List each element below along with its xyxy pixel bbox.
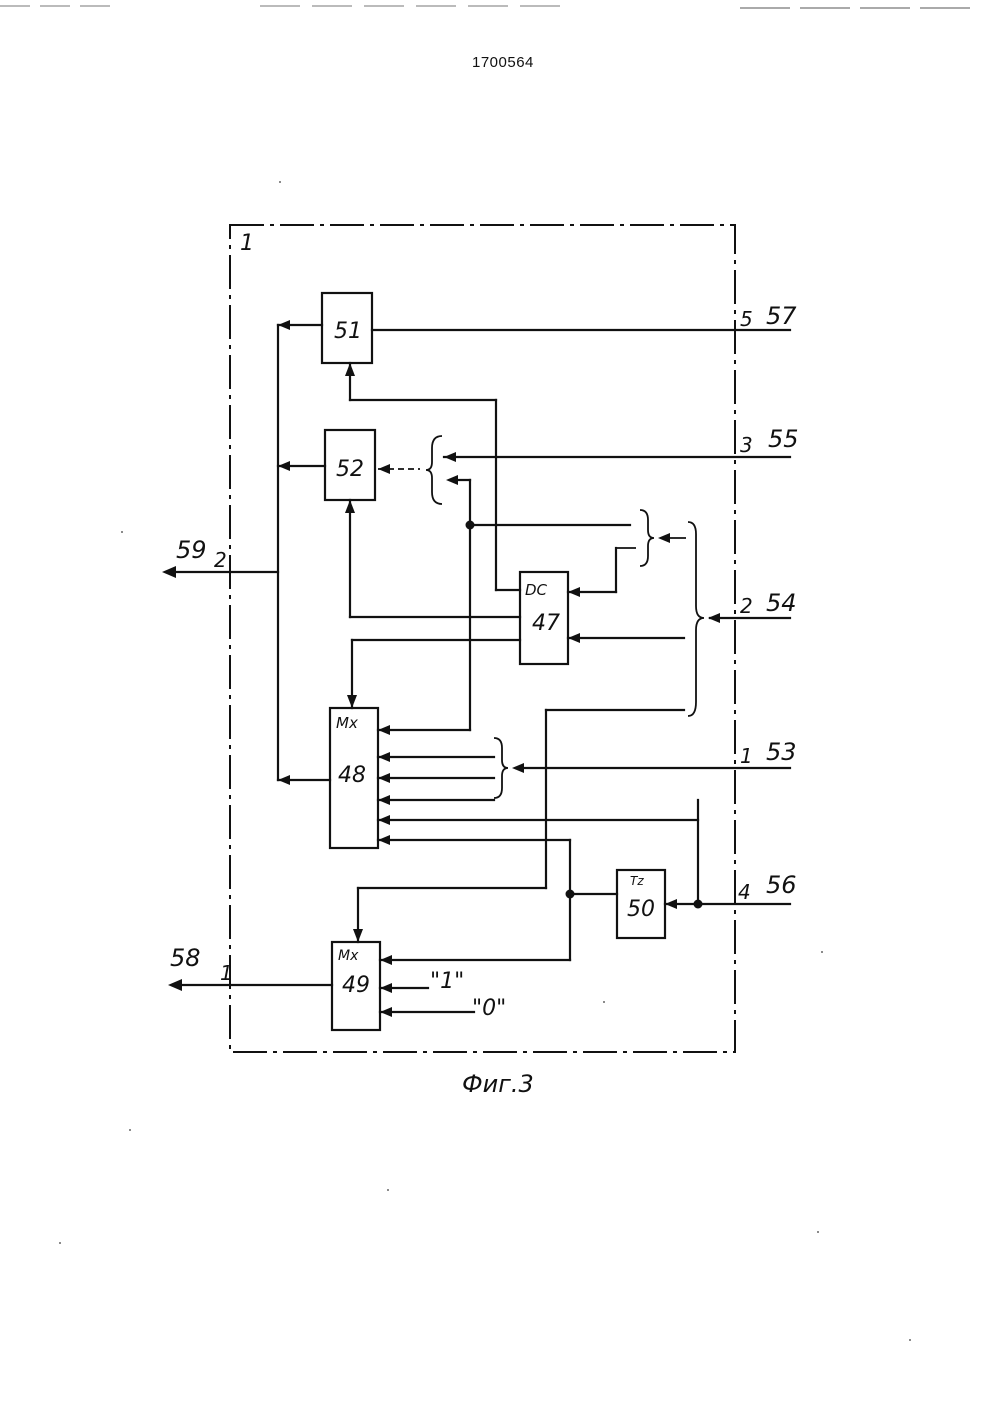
figure-caption: Фиг.3 [462,1070,534,1098]
block-51-number: 51 [334,319,362,344]
line-label-56: 56 [766,871,797,899]
block-50-trigger: Tz 50 [617,870,665,938]
wire-dc-to-52 [345,500,520,617]
port-label-out-1: 1 [220,961,233,985]
wire-dc-to-48 [347,640,520,708]
block-50-number: 50 [627,897,655,922]
block-48-tag: Mx [336,714,358,732]
block-50-tag: Tz [630,874,644,888]
input-line-56 [378,800,790,909]
line-label-54: 54 [766,589,797,617]
block-49-number: 49 [342,973,370,998]
input-line-54 [353,522,790,942]
port-label-5: 5 [740,307,753,331]
block-51: 51 [322,293,372,363]
output-labels: 59 2 58 1 [170,536,233,985]
scan-edge-marks [0,6,980,8]
line-label-55: 55 [768,425,799,453]
wire-to-52-second [378,475,630,735]
block-47-tag: DC [525,581,548,599]
constant-inputs: "1" "0" [380,969,506,1021]
input-labels: 5 57 3 55 2 54 1 53 4 56 [738,302,799,904]
block-49-tag: Mx [338,948,359,964]
block-47-decoder: DC 47 [520,572,568,664]
block-49-multiplexer: Mx 49 [332,942,380,1030]
line-label-57: 57 [766,302,797,330]
output-line-58 [168,979,332,991]
port-label-4: 4 [738,880,751,904]
input-line-55 [378,436,790,504]
wire-trigger-output [378,835,617,965]
constant-zero-label: "0" [472,996,506,1021]
port-label-1: 1 [740,744,753,768]
line-label-59: 59 [176,536,207,564]
port-label-out-2: 2 [214,548,227,572]
port-label-3: 3 [740,433,753,457]
block-52-number: 52 [336,457,364,482]
port-label-2: 2 [740,594,753,618]
block-52: 52 [325,430,375,500]
bracket-group-upper [568,510,686,597]
line-label-58: 58 [170,944,201,972]
frame-label: 1 [240,231,254,256]
block-48-multiplexer: Mx 48 [330,708,378,848]
input-line-53 [378,738,790,805]
line-label-53: 53 [766,738,797,766]
block-48-number: 48 [338,763,366,788]
constant-one-label: "1" [430,969,464,994]
block-47-number: 47 [532,611,560,636]
